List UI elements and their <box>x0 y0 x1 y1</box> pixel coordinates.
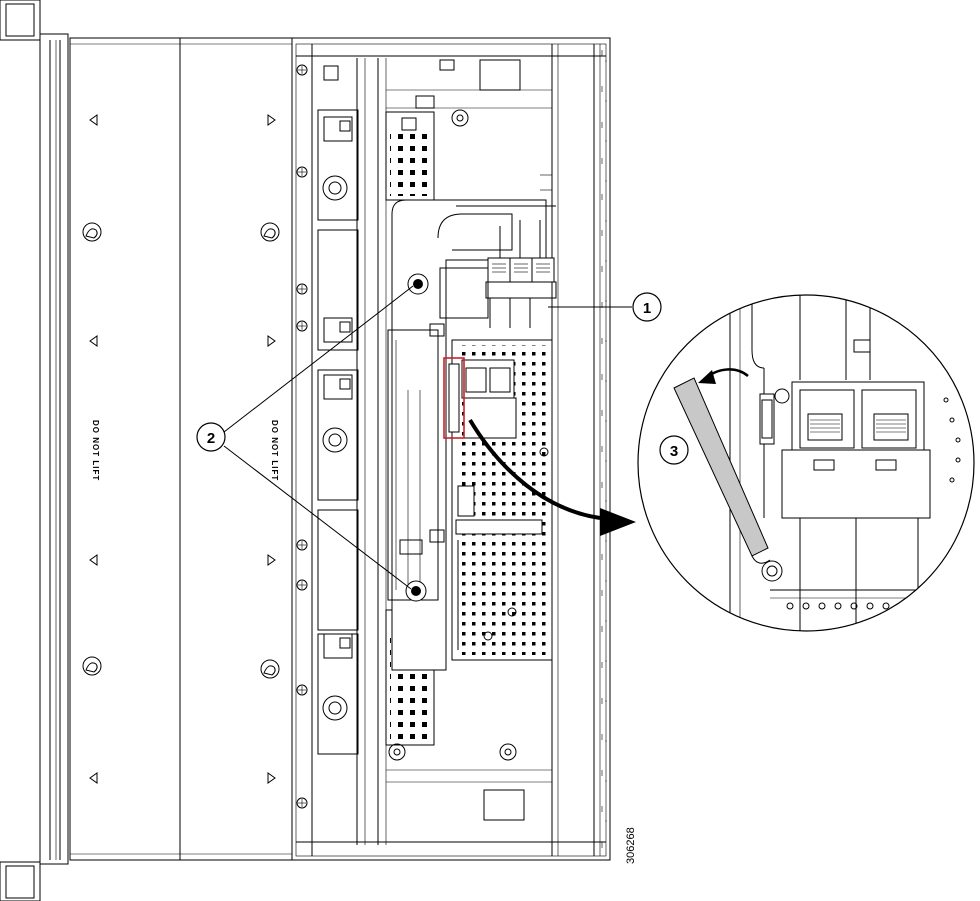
figure-number: 306268 <box>625 827 637 864</box>
connector-block-top <box>485 220 557 328</box>
do-not-lift-label-middle: DO NOT LIFT <box>270 420 279 481</box>
callout-3-label: 3 <box>670 443 678 460</box>
pcie-card-area <box>451 339 553 661</box>
highlighted-connector <box>448 363 460 433</box>
zoom-detail <box>637 294 975 632</box>
vent-strips <box>601 50 607 850</box>
top-cover-left <box>69 37 293 861</box>
fan-modules <box>317 65 359 755</box>
callout-leaders <box>223 285 632 590</box>
connector-highlight-box <box>443 357 465 439</box>
arrow-left-triangle-icon <box>89 114 276 784</box>
no-lift-hand-icon <box>82 222 280 679</box>
callout-1: 1 <box>632 292 662 322</box>
do-not-lift-label-left: DO NOT LIFT <box>91 420 100 481</box>
curved-arrow-icon <box>468 418 636 536</box>
cpu-heatsink-top <box>385 59 552 201</box>
callout-2-label: 2 <box>207 430 215 447</box>
callout-3: 3 <box>659 435 689 465</box>
rail-screws <box>296 64 308 809</box>
captive-screw-icon <box>405 273 429 602</box>
chassis-interior <box>291 37 611 861</box>
callout-1-label: 1 <box>643 300 651 317</box>
front-bezel <box>0 0 73 901</box>
callout-2: 2 <box>196 422 226 452</box>
